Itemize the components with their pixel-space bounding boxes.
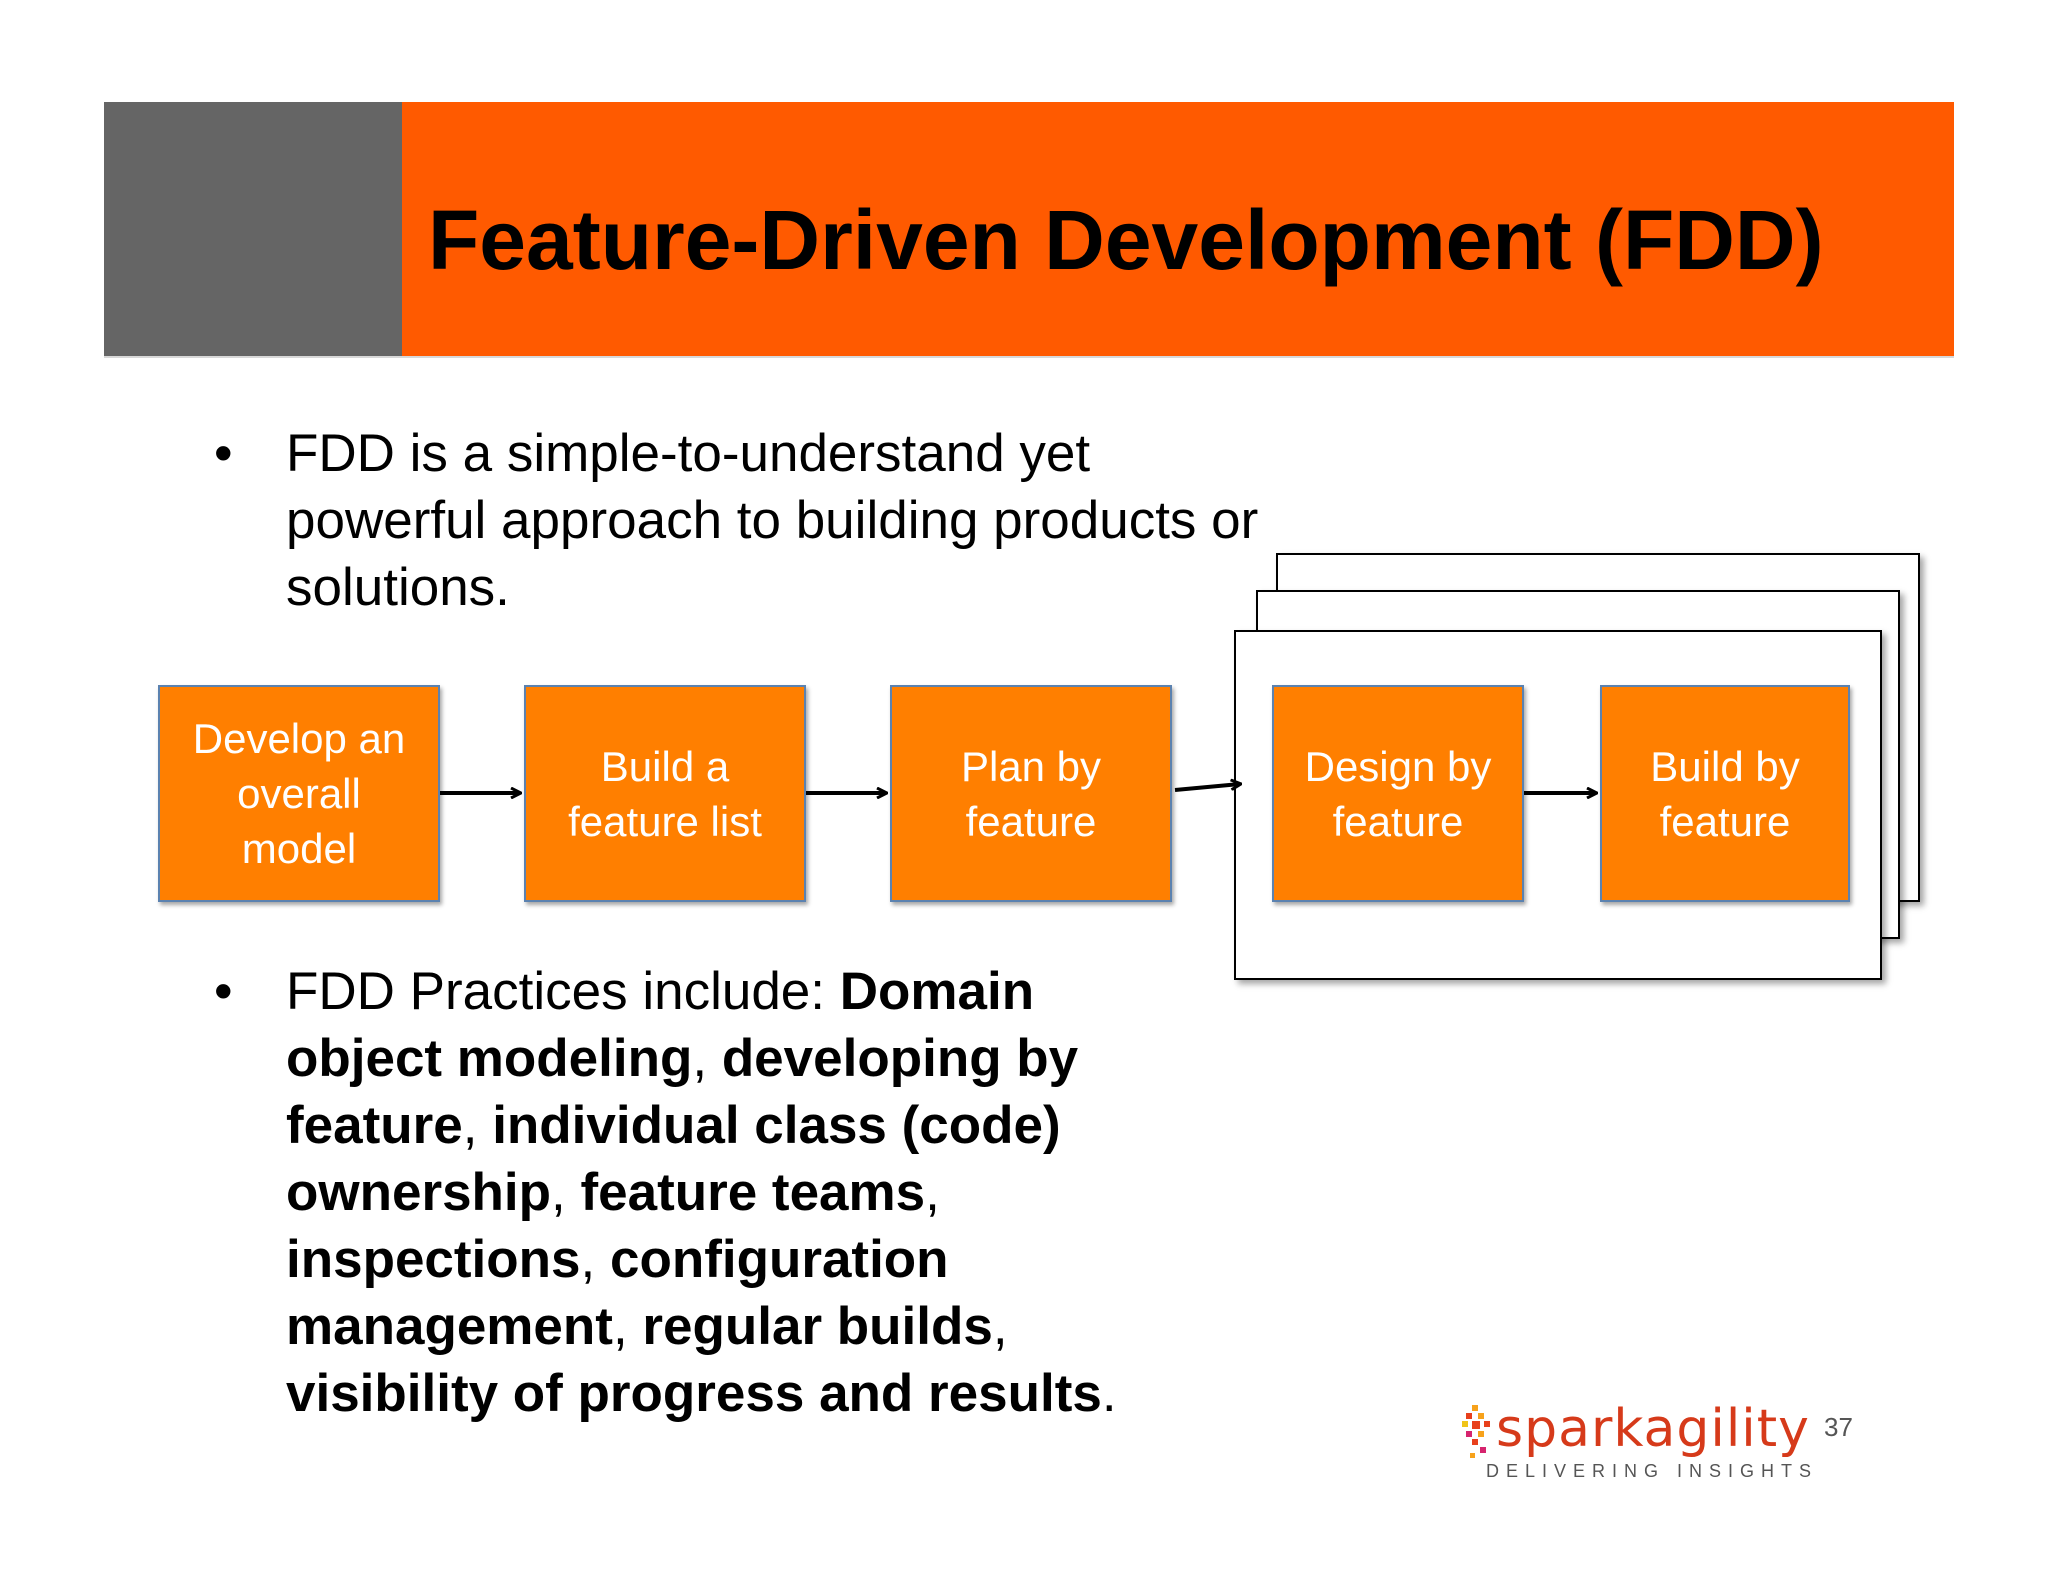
bullet-fdd-practices: • FDD Practices include: Domain object m… [214,958,1186,1427]
practice-term: developing by feature [286,1029,1079,1155]
arrow-step3-to-step4 [1174,784,1240,792]
practice-separator: . [1101,1364,1117,1423]
step-develop-overall-model: Develop an overall model [158,685,440,902]
practice-separator: , [925,1163,940,1222]
practice-separator: , [462,1096,493,1155]
practice-term: feature teams [580,1163,926,1222]
bullet-fdd-summary: • FDD is a simple-to-understand yet powe… [214,420,1286,621]
practice-separator: , [580,1230,610,1289]
step-build-feature-list: Build a feature list [524,685,806,902]
bullet-marker: • [214,424,233,483]
practice-term: individual class (code) ownership [286,1096,1061,1222]
practice-separator: , [551,1163,581,1222]
bullet-text: FDD is a simple-to-understand yet powerf… [286,424,1259,617]
pixel-spark-icon [1462,1405,1490,1458]
title-divider [104,356,1954,358]
practice-term: visibility of progress and results [286,1364,1102,1423]
page-number: 37 [1824,1412,1853,1442]
practice-term: inspections [286,1230,581,1289]
practice-term: regular builds [642,1297,993,1356]
practice-separator: , [992,1297,1008,1356]
logo-tagline: DELIVERING INSIGHTS [1486,1461,1819,1481]
title-banner [402,102,1954,358]
slide-title: Feature-Driven Development (FDD) [428,193,1824,287]
step-plan-by-feature: Plan by feature [890,685,1172,902]
step-design-by-feature: Design by feature [1272,685,1524,902]
logo-wordmark: sparkagility [1496,1399,1810,1459]
practice-separator: , [692,1029,722,1088]
sparkagility-logo: sparkagility DELIVERING INSIGHTS [1462,1399,1811,1487]
bullet-marker: • [214,962,233,1021]
practice-term: configuration management [286,1230,949,1356]
practice-term: Domain object modeling [286,962,1035,1088]
title-accent-block [104,102,402,358]
bullet-lead: FDD Practices include: [286,962,840,1021]
step-build-by-feature: Build by feature [1600,685,1850,902]
practice-separator: , [612,1297,643,1356]
